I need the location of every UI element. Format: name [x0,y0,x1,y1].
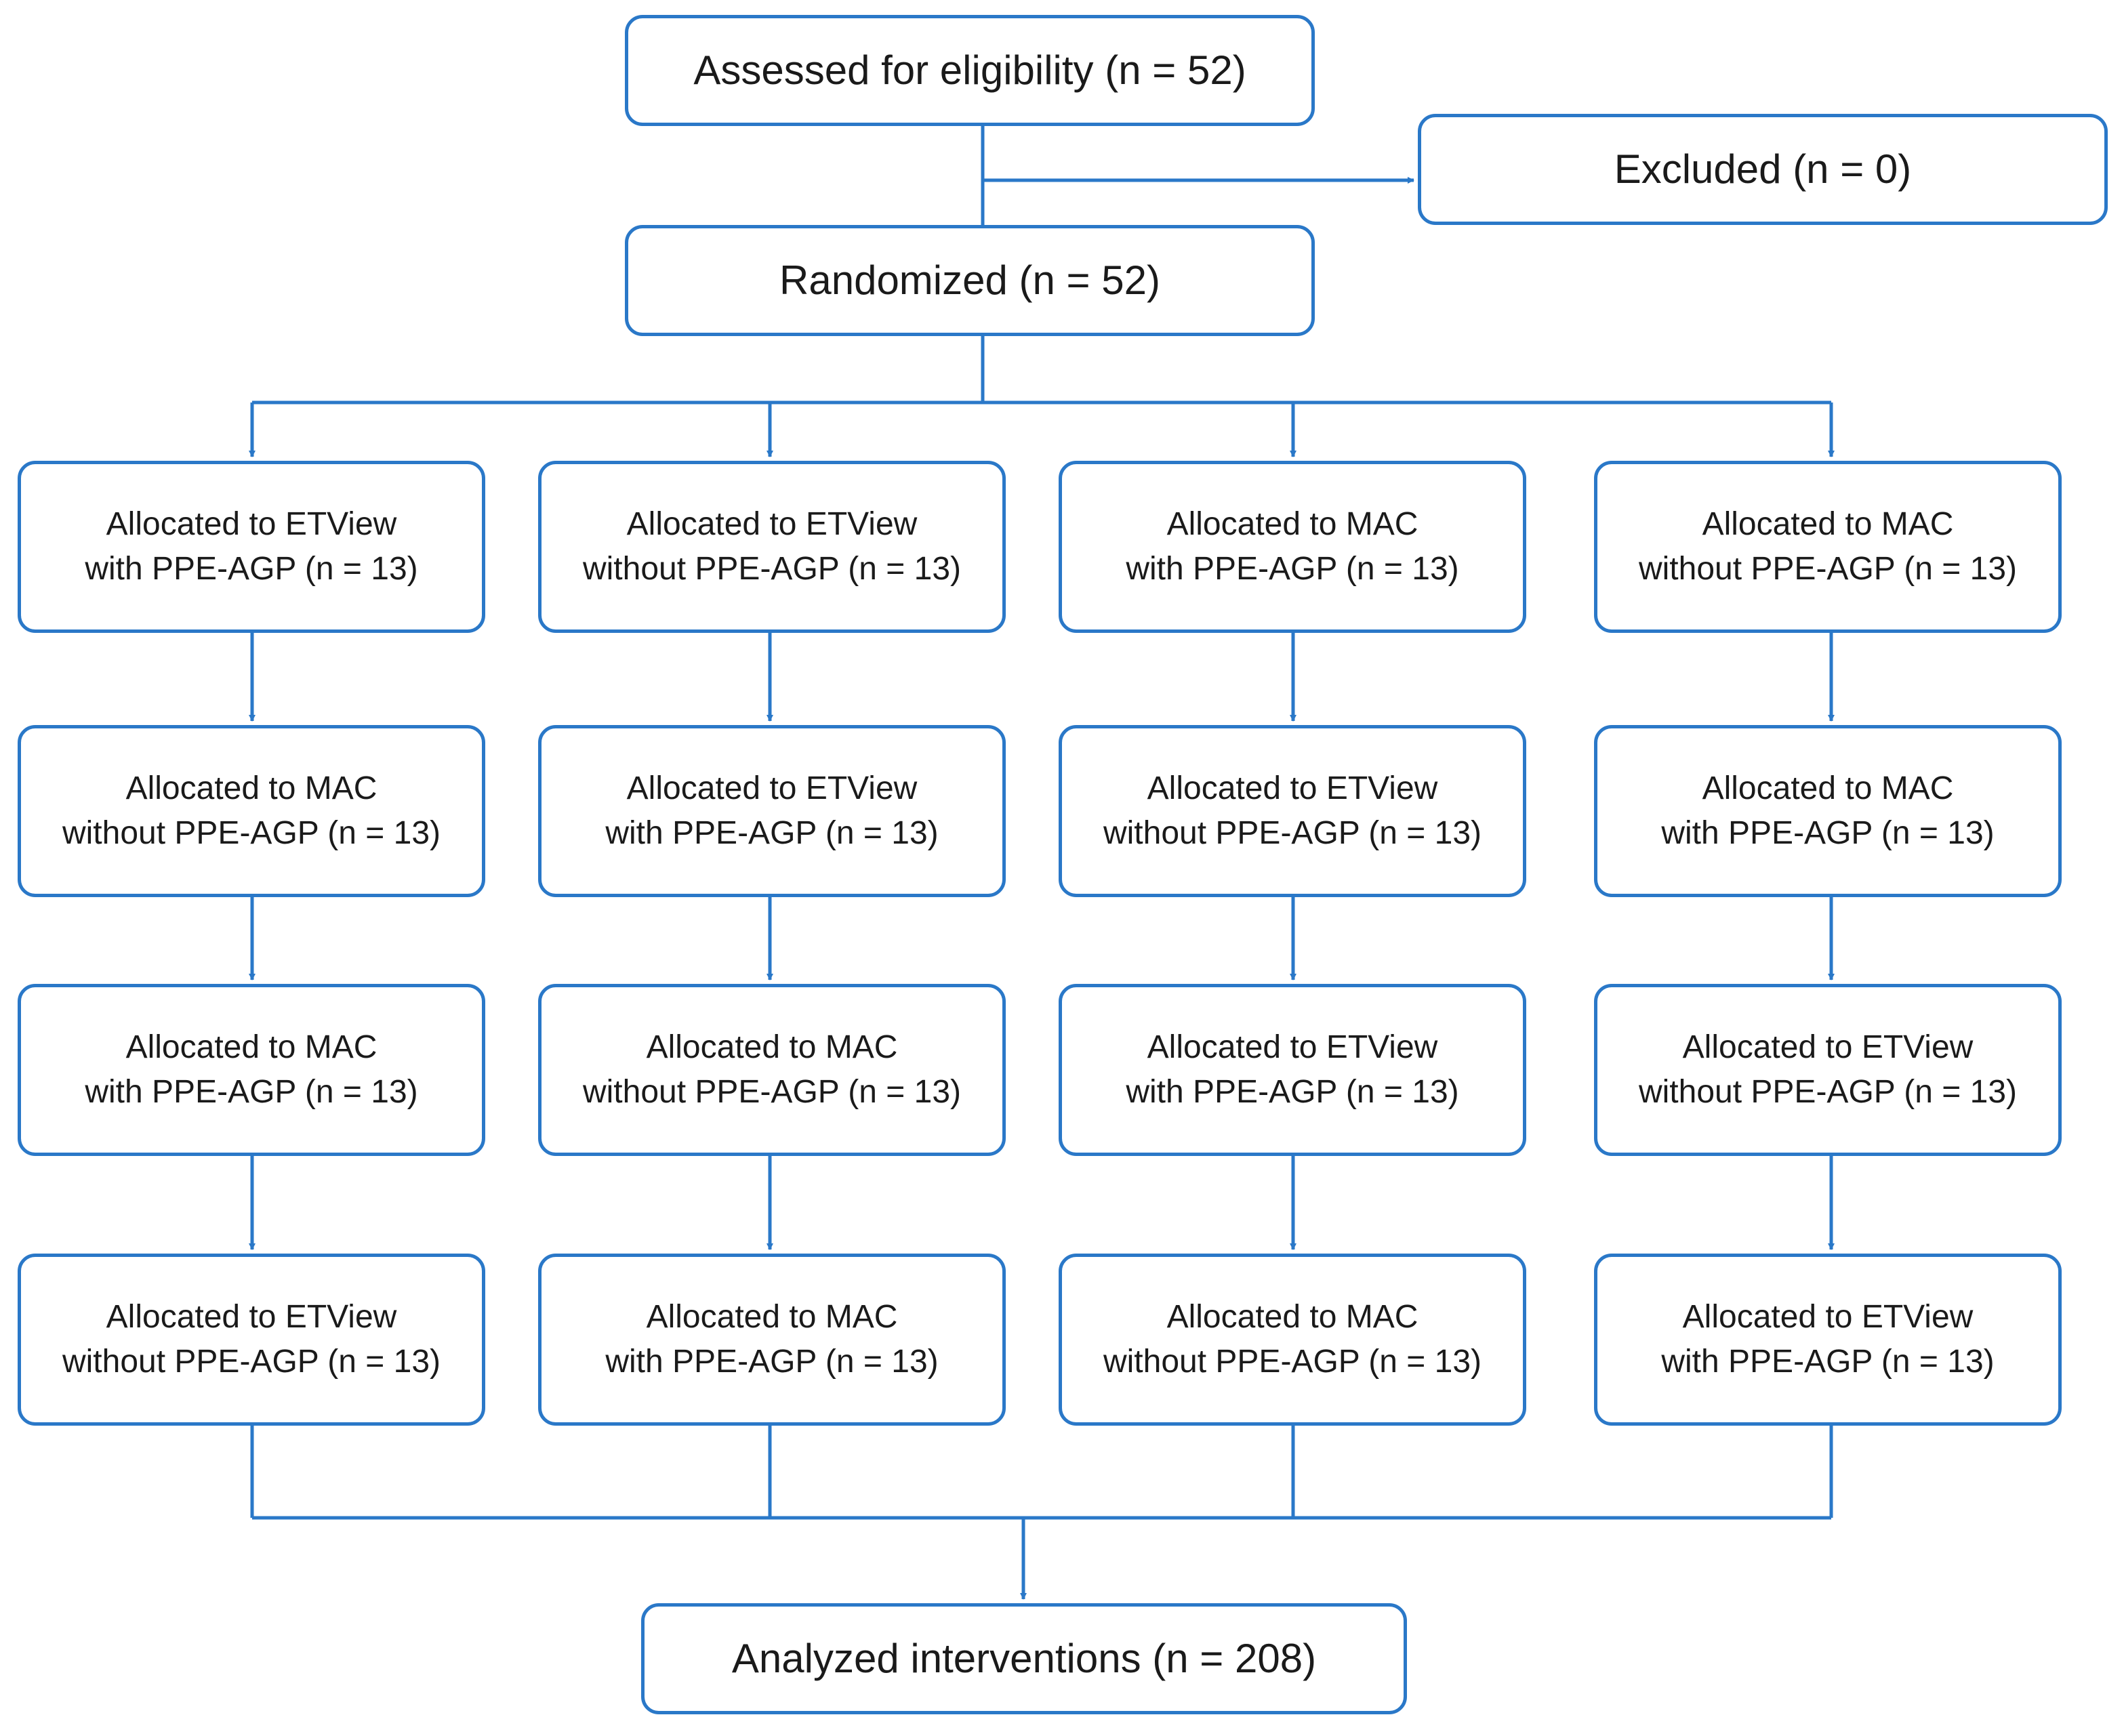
allocation-box: Allocated to MAC with PPE-AGP (n = 13) [18,984,485,1156]
allocation-line-2: without PPE-AGP (n = 13) [582,551,962,587]
allocation-box: Allocated to ETView without PPE-AGP (n = … [538,461,1006,633]
allocation-line-1: Allocated to ETView [106,506,397,542]
allocation-box: Allocated to ETView with PPE-AGP (n = 13) [538,725,1006,897]
analyzed-label: Analyzed interventions (n = 208) [731,1636,1317,1681]
allocation-line-1: Allocated to MAC [1702,506,1954,542]
allocation-box: Allocated to ETView with PPE-AGP (n = 13) [1059,984,1526,1156]
allocation-line-2: with PPE-AGP (n = 13) [605,815,939,851]
allocation-line-1: Allocated to ETView [626,770,918,806]
allocation-line-1: Allocated to MAC [125,770,377,806]
assessed-label: Assessed for eligibility (n = 52) [693,47,1246,93]
allocation-line-2: without PPE-AGP (n = 13) [62,815,441,851]
allocation-box: Allocated to MAC without PPE-AGP (n = 13) [1059,1254,1526,1426]
allocation-line-1: Allocated to ETView [626,506,918,542]
allocation-line-1: Allocated to ETView [1147,770,1438,806]
excluded-label: Excluded (n = 0) [1614,146,1912,192]
assessed-box: Assessed for eligibility (n = 52) [625,15,1315,126]
allocation-box: Allocated to MAC with PPE-AGP (n = 13) [1594,725,2062,897]
randomized-box: Randomized (n = 52) [625,225,1315,336]
allocation-box: Allocated to MAC without PPE-AGP (n = 13) [18,725,485,897]
allocation-box: Allocated to ETView with PPE-AGP (n = 13) [1594,1254,2062,1426]
allocation-line-1: Allocated to ETView [1682,1029,1974,1065]
randomized-label: Randomized (n = 52) [779,257,1160,303]
allocation-line-1: Allocated to MAC [1702,770,1954,806]
allocation-line-2: without PPE-AGP (n = 13) [1638,551,2018,587]
allocation-line-1: Allocated to MAC [1166,1299,1418,1335]
allocation-box: Allocated to MAC without PPE-AGP (n = 13) [1594,461,2062,633]
allocation-line-2: without PPE-AGP (n = 13) [582,1074,962,1110]
allocation-line-1: Allocated to MAC [646,1029,898,1065]
allocation-line-2: without PPE-AGP (n = 13) [62,1344,441,1380]
allocation-line-2: without PPE-AGP (n = 13) [1103,815,1482,851]
allocation-line-2: without PPE-AGP (n = 13) [1103,1344,1482,1380]
excluded-box: Excluded (n = 0) [1418,114,2108,225]
allocation-line-2: with PPE-AGP (n = 13) [85,551,418,587]
allocation-line-2: with PPE-AGP (n = 13) [85,1074,418,1110]
allocation-box: Allocated to ETView without PPE-AGP (n = … [18,1254,485,1426]
allocation-box: Allocated to ETView without PPE-AGP (n = … [1594,984,2062,1156]
allocation-line-1: Allocated to ETView [106,1299,397,1335]
allocation-box: Allocated to ETView without PPE-AGP (n = … [1059,725,1526,897]
allocation-box: Allocated to MAC without PPE-AGP (n = 13) [538,984,1006,1156]
allocation-box: Allocated to MAC with PPE-AGP (n = 13) [538,1254,1006,1426]
allocation-box: Allocated to MAC with PPE-AGP (n = 13) [1059,461,1526,633]
allocation-line-1: Allocated to MAC [646,1299,898,1335]
allocation-line-2: without PPE-AGP (n = 13) [1638,1074,2018,1110]
allocation-line-2: with PPE-AGP (n = 13) [1126,551,1459,587]
allocation-line-2: with PPE-AGP (n = 13) [605,1344,939,1380]
allocation-line-1: Allocated to MAC [1166,506,1418,542]
allocation-line-1: Allocated to ETView [1682,1299,1974,1335]
allocation-line-1: Allocated to ETView [1147,1029,1438,1065]
allocation-box: Allocated to ETView with PPE-AGP (n = 13) [18,461,485,633]
allocation-line-2: with PPE-AGP (n = 13) [1126,1074,1459,1110]
allocation-line-1: Allocated to MAC [125,1029,377,1065]
allocation-line-2: with PPE-AGP (n = 13) [1661,815,1995,851]
analyzed-box: Analyzed interventions (n = 208) [641,1603,1407,1714]
allocation-line-2: with PPE-AGP (n = 13) [1661,1344,1995,1380]
